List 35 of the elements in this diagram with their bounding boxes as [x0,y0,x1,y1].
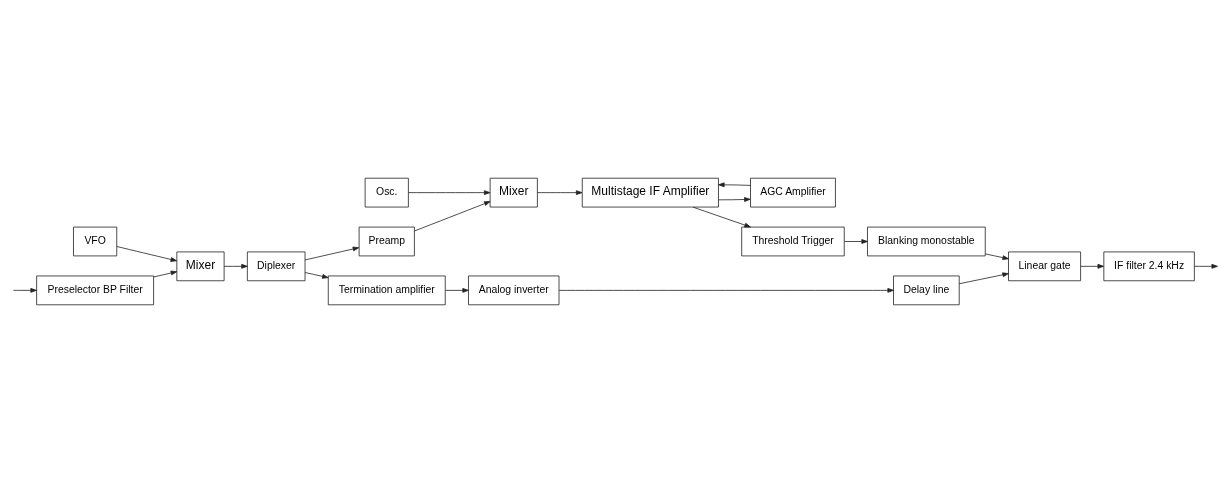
node-box: Delay line [893,275,960,305]
node-box: VFO [73,226,118,256]
arrow [304,246,360,260]
node-box: Analog inverter [468,275,560,305]
arrow [414,200,491,231]
node-box: IF filter 2.4 kHz [1103,251,1195,281]
arrow [718,181,751,187]
arrow [408,189,491,195]
node-box: Threshold Trigger [741,226,845,256]
node-box: Mixer [489,177,538,207]
node-box: Termination amplifier [327,275,446,305]
arrow [13,287,37,293]
node-box: Preamp [358,226,415,256]
arrow [223,263,248,269]
node-box: Osc. [364,177,409,207]
arrow [1194,263,1218,269]
arrow [445,287,469,293]
arrow [153,270,178,277]
arrow [537,189,583,195]
node-box: AGC Amplifier [750,177,836,207]
arrow [958,271,1009,284]
arrow [692,206,751,227]
arrow [304,271,329,279]
arrow [116,245,177,262]
node-box: Linear gate [1008,251,1081,281]
node-box: Diplexer [246,251,306,281]
node-box: Multistage IF Amplifier [581,177,719,207]
node-box: Preselector BP Filter [36,275,154,305]
arrow [985,253,1009,260]
node-box: Mixer [176,251,225,281]
arrow [1080,263,1104,269]
arrow [718,196,751,202]
node-box: Blanking monostable [867,226,986,256]
arrow [843,238,868,244]
arrow [558,287,894,293]
